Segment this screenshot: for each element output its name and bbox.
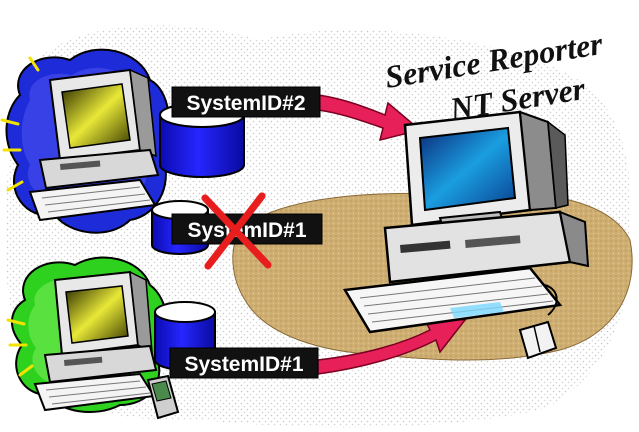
tag-top: SystemID#2 [171,86,321,118]
client-computer-bottom-icon [6,270,158,412]
tag-bottom: SystemID#1 [169,347,319,379]
handheld-device-icon [146,374,180,420]
client-computer-top-icon [0,56,160,222]
rejected-x-overlay-icon [201,192,272,270]
tag-middle-label: SystemID#1 [187,219,306,242]
server-computer-icon [342,110,590,334]
tag-bottom-label: SystemID#1 [184,353,303,376]
arrow-bottom-to-server [317,317,467,375]
arrow-top-to-server [317,94,422,142]
mouse-icon [518,284,558,360]
tag-top-label: SystemID#2 [186,92,305,115]
